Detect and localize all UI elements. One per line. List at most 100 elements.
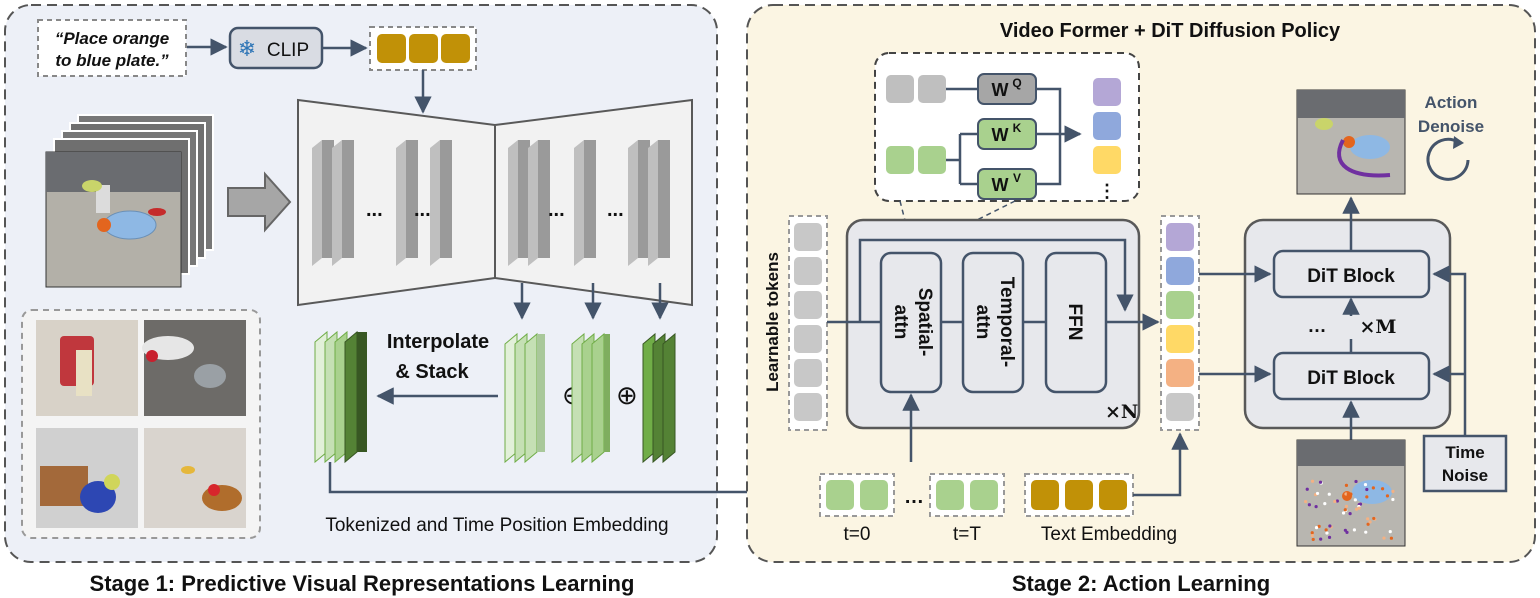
denoised-action-image — [1296, 89, 1406, 195]
stage1-panel: “Place orange to blue plate.” ❄ CLIP — [4, 4, 818, 563]
noise-point — [1385, 494, 1390, 498]
noise-point — [1346, 492, 1350, 496]
noise-point — [1372, 516, 1376, 521]
noise-point — [1391, 489, 1395, 493]
time-tokens-t0 — [819, 473, 895, 517]
noise-point — [1343, 508, 1347, 512]
noisy-action-image — [1296, 439, 1406, 547]
noise-point — [1349, 492, 1353, 496]
noise-point — [1318, 480, 1323, 484]
wk-label: W — [992, 125, 1009, 145]
noise-point — [1366, 522, 1370, 526]
wv-superscript: V — [1013, 171, 1021, 185]
encoder-dots-2: ... — [414, 199, 431, 221]
instruction-line2: to blue plate.” — [55, 51, 169, 70]
time-tokens-ellipsis: … — [904, 486, 924, 508]
plus-symbol-2: ⊕ — [616, 380, 638, 410]
action-denoise-line2: Denoise — [1418, 117, 1484, 136]
noise-point — [1305, 487, 1309, 491]
noise-point — [1348, 512, 1352, 516]
dit-repeat-dots: … — [1308, 316, 1327, 337]
sample-dataset-images — [21, 309, 261, 539]
input-arrow — [227, 171, 292, 233]
noise-point — [1354, 507, 1359, 511]
noise-point — [1310, 533, 1314, 538]
noise-point — [1314, 505, 1318, 509]
interpolate-label-line1: Interpolate — [387, 331, 489, 353]
video-former-block: Spatial- attn Temporal- attn FFN ×N — [845, 218, 1141, 430]
noise-point — [1353, 498, 1357, 502]
noise-point — [1354, 479, 1358, 484]
layer-slab — [396, 140, 406, 266]
noise-point — [1363, 482, 1368, 487]
action-denoise-line1: Action — [1425, 93, 1478, 112]
video-former-output-tokens — [1160, 215, 1200, 431]
temporal-attn-line2: attn — [972, 305, 993, 340]
decoder-dots-2: ... — [607, 199, 624, 221]
text-embedding-tokens — [1024, 473, 1134, 517]
encoder-layers — [312, 140, 670, 266]
noise-point — [1341, 511, 1346, 515]
layer-slab-face — [638, 140, 650, 258]
noise-point — [1310, 531, 1314, 535]
noise-point — [1315, 491, 1320, 496]
noise-point — [1382, 536, 1386, 540]
noise-point — [1388, 530, 1392, 534]
attention-detail-inset: W Q W K W V ⋮ — [874, 52, 1140, 202]
learnable-tokens — [788, 215, 828, 431]
layer-slab — [528, 140, 538, 266]
time-tokens-tT — [929, 473, 1005, 517]
layer-slab — [574, 140, 584, 266]
noise-point — [1323, 502, 1327, 506]
times-n-label: ×N — [1105, 401, 1138, 423]
temporal-attn-line1: Temporal- — [996, 277, 1017, 367]
clip-label: CLIP — [267, 40, 309, 61]
noise-point — [1344, 492, 1348, 496]
noise-point — [1327, 535, 1332, 539]
clip-encoder-box: ❄ CLIP — [228, 26, 324, 70]
wv-label: W — [992, 175, 1009, 195]
noise-point — [1352, 528, 1357, 532]
snowflake-icon: ❄ — [238, 36, 256, 61]
text-embedding-label: Text Embedding — [1041, 524, 1177, 545]
layer-slab-face — [518, 140, 530, 258]
noise-point — [1307, 503, 1311, 507]
noise-point — [1371, 486, 1375, 490]
noise-point — [1327, 492, 1331, 496]
instruction-line1: “Place orange — [55, 29, 169, 48]
noise-point — [1345, 530, 1349, 534]
noise-point — [1319, 537, 1323, 541]
stacked-feature-tokens — [314, 330, 367, 464]
layer-slab — [628, 140, 638, 266]
noise-point — [1314, 525, 1319, 530]
layer-slab — [508, 140, 518, 266]
t0-label: t=0 — [844, 524, 871, 545]
noise-point — [1317, 524, 1321, 528]
noise-point — [1365, 495, 1369, 499]
time-noise-line1: Time — [1445, 443, 1484, 462]
noise-point — [1366, 517, 1370, 521]
layer-slab — [430, 140, 440, 266]
learnable-tokens-label: Learnable tokens — [763, 252, 782, 392]
layer-slab-face — [342, 140, 354, 258]
time-noise-box: Time Noise — [1422, 434, 1508, 493]
feature-stack-dark — [642, 332, 676, 464]
encoder-dots-1: ... — [366, 199, 383, 221]
noise-point — [1325, 531, 1329, 535]
decoder-dots-1: ... — [548, 199, 565, 221]
layer-slab — [312, 140, 322, 266]
noise-point — [1358, 502, 1363, 506]
noise-point — [1310, 479, 1315, 483]
spatial-attn-line1: Spatial- — [914, 288, 935, 357]
layer-slab — [648, 140, 658, 266]
noise-point — [1380, 487, 1385, 491]
interpolate-label-line2: & Stack — [395, 361, 469, 383]
tokenized-embedding-label: Tokenized and Time Position Embedding — [325, 515, 668, 536]
noise-point — [1311, 537, 1315, 542]
noise-point — [1365, 487, 1369, 492]
times-m-label: ×M — [1360, 316, 1397, 338]
instruction-box: “Place orange to blue plate.” — [37, 19, 187, 77]
layer-slab-face — [406, 140, 418, 258]
noise-point — [1344, 504, 1349, 508]
feature-stack-light — [504, 332, 545, 464]
